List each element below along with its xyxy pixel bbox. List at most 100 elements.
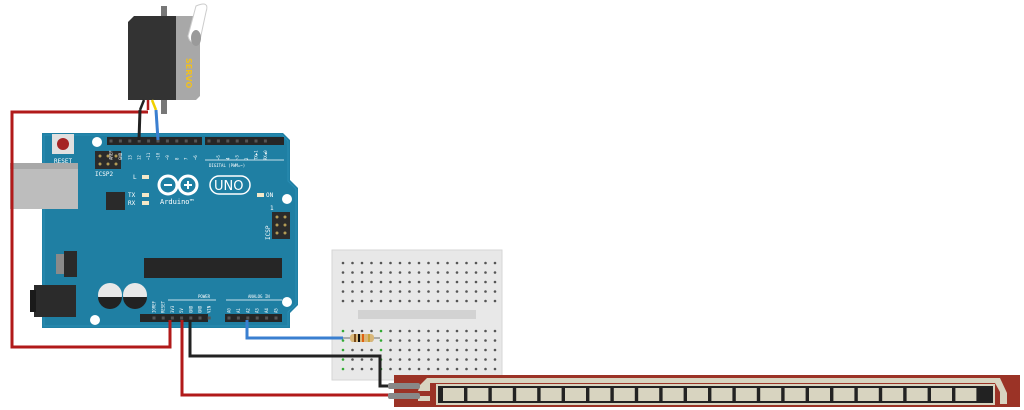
header-pin[interactable] [189,316,193,320]
breadboard-hole[interactable] [351,358,354,361]
breadboard-hole[interactable] [493,290,497,293]
breadboard-hole[interactable] [379,290,383,293]
breadboard-hole[interactable] [389,271,392,274]
breadboard-hole[interactable] [493,299,497,303]
breadboard-hole[interactable] [484,299,487,303]
breadboard-hole[interactable] [351,348,354,352]
breadboard-hole[interactable] [455,367,459,371]
breadboard-hole[interactable] [370,271,373,274]
breadboard-hole[interactable] [465,290,468,293]
breadboard-hole[interactable] [351,261,354,265]
breadboard-hole[interactable] [474,280,478,284]
breadboard-hole[interactable] [370,280,373,284]
breadboard-hole[interactable] [436,280,440,284]
breadboard-hole[interactable] [427,299,430,303]
breadboard-hole[interactable] [493,280,497,284]
breadboard-hole[interactable] [389,348,392,352]
breadboard-hole[interactable] [427,358,430,361]
breadboard-hole[interactable] [370,329,373,333]
breadboard-hole[interactable] [389,299,392,303]
breadboard-hole[interactable] [484,358,487,361]
breadboard-hole[interactable] [465,299,468,303]
breadboard-hole[interactable] [360,271,364,274]
breadboard-hole[interactable] [436,299,440,303]
breadboard-hole[interactable] [446,329,449,333]
header-pin[interactable] [198,316,202,320]
header-pin[interactable] [194,139,198,143]
breadboard-hole[interactable] [465,329,468,333]
header-pin[interactable] [128,139,132,143]
header-pin[interactable] [236,316,240,320]
header-pin[interactable] [137,139,141,143]
header-pin[interactable] [147,139,151,143]
breadboard-hole[interactable] [398,271,402,274]
breadboard-hole[interactable] [360,299,364,303]
breadboard-hole[interactable] [474,290,478,293]
breadboard-hole[interactable] [427,367,430,371]
header-pin[interactable] [207,139,211,143]
header-pin[interactable] [118,139,122,143]
breadboard-hole[interactable] [408,261,411,265]
header-pin[interactable] [165,139,169,143]
breadboard-hole[interactable] [446,290,449,293]
breadboard-hole[interactable] [379,348,383,352]
breadboard-hole[interactable] [370,261,373,265]
breadboard-hole[interactable] [398,290,402,293]
breadboard-hole[interactable] [427,271,430,274]
breadboard-hole[interactable] [379,329,383,333]
breadboard-hole[interactable] [398,367,402,371]
breadboard-hole[interactable] [398,299,402,303]
breadboard-hole[interactable] [493,261,497,265]
breadboard-hole[interactable] [465,339,468,342]
breadboard-hole[interactable] [417,348,421,352]
breadboard-hole[interactable] [341,271,345,274]
header-pin[interactable] [263,139,267,143]
header-pin[interactable] [235,139,239,143]
breadboard-hole[interactable] [398,358,402,361]
breadboard-hole[interactable] [379,271,383,274]
header-pin[interactable] [246,316,250,320]
header-pin[interactable] [161,316,165,320]
breadboard-hole[interactable] [446,358,449,361]
breadboard-hole[interactable] [427,348,430,352]
breadboard-hole[interactable] [474,367,478,371]
header-pin[interactable] [255,316,259,320]
breadboard-hole[interactable] [455,280,459,284]
breadboard-hole[interactable] [455,271,459,274]
breadboard-hole[interactable] [389,261,392,265]
breadboard-hole[interactable] [360,280,364,284]
breadboard-hole[interactable] [351,299,354,303]
breadboard-hole[interactable] [455,348,459,352]
header-pin[interactable] [109,139,113,143]
breadboard-hole[interactable] [455,329,459,333]
breadboard-hole[interactable] [474,348,478,352]
breadboard-hole[interactable] [379,339,383,342]
breadboard-hole[interactable] [408,280,411,284]
breadboard-hole[interactable] [398,261,402,265]
breadboard-hole[interactable] [484,339,487,342]
header-pin[interactable] [274,316,278,320]
breadboard-hole[interactable] [417,367,421,371]
breadboard-hole[interactable] [455,290,459,293]
breadboard-hole[interactable] [465,348,468,352]
breadboard-hole[interactable] [417,358,421,361]
breadboard-hole[interactable] [341,348,345,352]
breadboard-hole[interactable] [484,367,487,371]
breadboard-hole[interactable] [341,299,345,303]
breadboard-hole[interactable] [417,339,421,342]
breadboard-hole[interactable] [455,299,459,303]
breadboard-hole[interactable] [493,339,497,342]
breadboard-hole[interactable] [427,329,430,333]
breadboard-hole[interactable] [370,348,373,352]
header-pin[interactable] [175,139,179,143]
breadboard-hole[interactable] [436,339,440,342]
breadboard-hole[interactable] [465,271,468,274]
breadboard-hole[interactable] [484,280,487,284]
header-pin[interactable] [226,139,230,143]
breadboard-hole[interactable] [493,271,497,274]
breadboard-hole[interactable] [389,367,392,371]
breadboard-hole[interactable] [455,358,459,361]
breadboard-hole[interactable] [341,358,345,361]
breadboard-hole[interactable] [417,290,421,293]
breadboard-hole[interactable] [408,329,411,333]
